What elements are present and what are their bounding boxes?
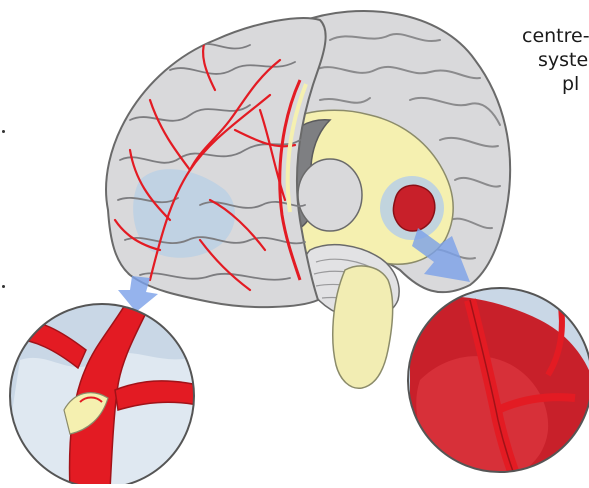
edge-mark (2, 130, 5, 133)
left-hemisphere (106, 18, 326, 307)
brainstem (333, 266, 393, 388)
hemorrhage-spot (393, 185, 434, 231)
edge-mark (2, 285, 5, 288)
blood-clot-icon (0, 300, 200, 484)
side-text-line-2: syste (538, 48, 588, 72)
side-text-line-1: centre- (522, 24, 589, 48)
hemorrhage-icon (408, 288, 589, 484)
side-text-line-3: pl (562, 72, 579, 96)
